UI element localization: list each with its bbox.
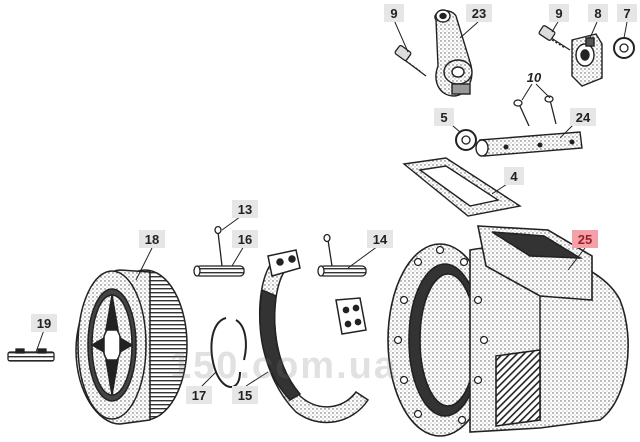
key-part-19 — [7, 348, 55, 362]
brake-band-part-15 — [259, 249, 370, 424]
callout-4: 4 — [504, 167, 524, 185]
callout-18: 18 — [139, 230, 165, 248]
svg-text:15: 15 — [238, 388, 252, 403]
callout-14: 14 — [367, 230, 393, 248]
snap-ring-part-17 — [210, 317, 247, 388]
brake-drum-part-18 — [75, 269, 188, 425]
svg-text:16: 16 — [238, 232, 252, 247]
svg-text:23: 23 — [472, 6, 486, 21]
svg-text:10: 10 — [527, 70, 542, 85]
gasket-part-4 — [402, 157, 522, 217]
pin-part-16 — [193, 225, 245, 277]
callout-10: 10 — [527, 70, 542, 85]
callout-9-left: 9 — [384, 4, 404, 22]
callout-23: 23 — [466, 4, 492, 22]
watermark-text: 150.com.ua — [170, 345, 397, 387]
shaft-part-24 — [475, 131, 583, 157]
callout-9-right: 9 — [549, 4, 569, 22]
callout-19: 19 — [31, 314, 57, 332]
bolt-part-9-left — [394, 44, 427, 77]
washer-part-7 — [613, 37, 635, 59]
svg-text:25: 25 — [578, 232, 592, 247]
callout-labels: 9 23 9 8 7 10 5 24 4 — [31, 4, 637, 404]
svg-text:4: 4 — [510, 169, 518, 184]
callout-7: 7 — [617, 4, 637, 22]
lever-arm-part-23 — [434, 9, 473, 97]
callout-5: 5 — [434, 108, 454, 126]
svg-text:14: 14 — [373, 232, 388, 247]
pin-part-14 — [317, 233, 367, 277]
callout-8: 8 — [588, 4, 608, 22]
svg-text:24: 24 — [576, 110, 591, 125]
washer-part-5 — [455, 129, 477, 151]
callout-16: 16 — [232, 230, 258, 248]
callout-17: 17 — [186, 386, 212, 404]
callout-25-highlighted[interactable]: 25 — [572, 230, 598, 248]
svg-text:5: 5 — [440, 110, 447, 125]
svg-text:7: 7 — [623, 6, 630, 21]
svg-text:13: 13 — [238, 202, 252, 217]
callout-24: 24 — [570, 108, 596, 126]
bolt-part-9-right — [538, 25, 571, 51]
svg-text:8: 8 — [594, 6, 601, 21]
clamp-block-part-8 — [571, 33, 603, 87]
svg-text:19: 19 — [37, 316, 51, 331]
svg-text:9: 9 — [390, 6, 397, 21]
svg-text:17: 17 — [192, 388, 206, 403]
svg-text:9: 9 — [555, 6, 562, 21]
callout-15: 15 — [232, 386, 258, 404]
brake-housing-part-25 — [387, 225, 629, 437]
leader-lines — [35, 19, 628, 389]
cotter-pins-part-10 — [513, 95, 557, 127]
svg-text:18: 18 — [145, 232, 159, 247]
callout-13: 13 — [232, 200, 258, 218]
